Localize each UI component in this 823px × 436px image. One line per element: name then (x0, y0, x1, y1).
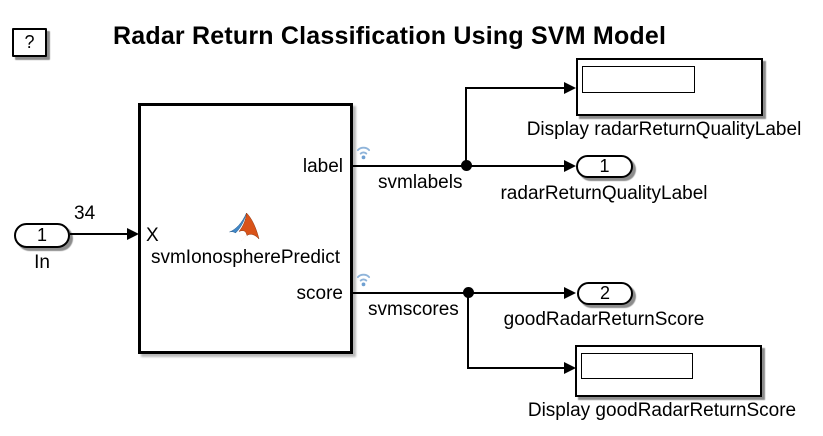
display-label-block-name: Display radarReturnQualityLabel (526, 119, 802, 140)
arrowhead (564, 362, 576, 374)
arrowhead (564, 82, 576, 94)
outport-score-name: goodRadarReturnScore (503, 309, 705, 330)
outport-number: 2 (599, 283, 610, 303)
wire-svmlabels-branch[interactable] (465, 87, 467, 167)
wire-svmlabels-branch[interactable] (465, 87, 566, 89)
outport-number: 1 (599, 156, 610, 176)
matlab-logo-icon (228, 211, 262, 248)
predict-block[interactable]: X svmIonospherePredict label score (138, 103, 353, 354)
wire-svmlabels[interactable] (353, 165, 568, 167)
wire-input[interactable] (70, 233, 128, 235)
display-score-block-name: Display goodRadarReturnScore (527, 400, 797, 421)
inport-number: 1 (36, 225, 47, 245)
output-port-label-top: label (302, 156, 343, 177)
output-port-label-bottom: score (296, 283, 343, 304)
inport-block-in[interactable]: 1 (14, 223, 70, 248)
display-block-label[interactable] (576, 58, 763, 116)
signal-logging-icon[interactable] (356, 143, 371, 161)
help-block[interactable]: ? (12, 28, 47, 57)
wire-svmscores-branch[interactable] (467, 367, 566, 369)
signal-name-svmscores[interactable]: svmscores (368, 299, 459, 320)
display-block-score[interactable] (575, 345, 762, 397)
display-value-box (581, 353, 693, 379)
arrowhead (564, 160, 576, 172)
predict-block-name: svmIonospherePredict (150, 247, 341, 268)
outport-label-name: radarReturnQualityLabel (500, 183, 708, 204)
model-title: Radar Return Classification Using SVM Mo… (113, 22, 667, 50)
arrowhead (564, 287, 576, 299)
signal-dimension-label: 34 (74, 203, 96, 224)
outport-block-score[interactable]: 2 (577, 282, 633, 305)
question-mark-icon: ? (24, 32, 35, 52)
display-value-box (582, 66, 695, 93)
wire-svmscores[interactable] (353, 292, 568, 294)
wire-svmscores-branch[interactable] (467, 292, 469, 369)
input-port-label: X (146, 225, 159, 246)
inport-name-label: In (34, 252, 50, 273)
signal-name-svmlabels[interactable]: svmlabels (378, 172, 463, 193)
outport-block-label[interactable]: 1 (576, 155, 633, 178)
arrowhead (127, 228, 139, 240)
signal-logging-icon[interactable] (356, 270, 371, 288)
